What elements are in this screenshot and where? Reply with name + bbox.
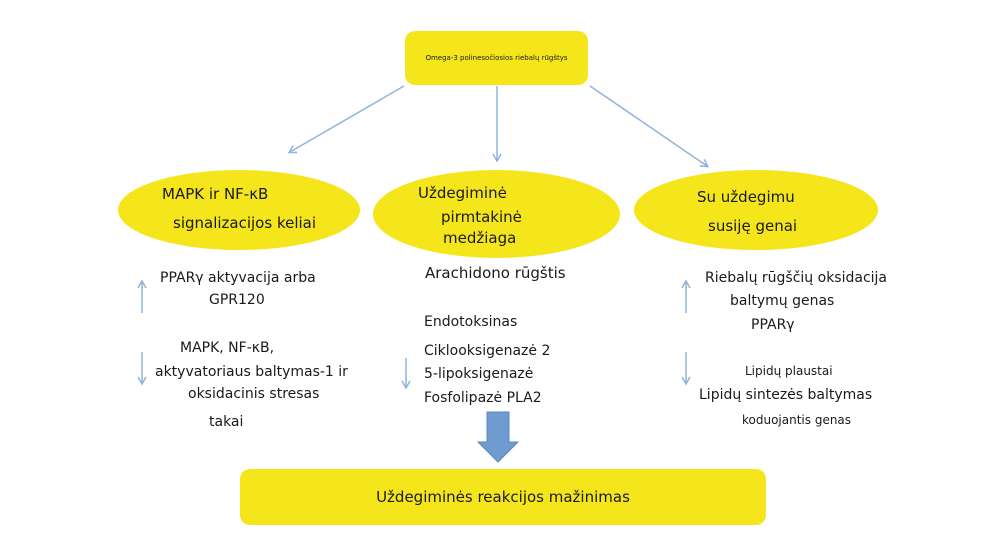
- middle-list-item-4: Fosfolipazė PLA2: [424, 390, 542, 406]
- left-down-line-1: MAPK, NF-κB,: [180, 340, 275, 356]
- middle-list-item-3: 5-lipoksigenazė: [424, 366, 534, 382]
- right-ellipse: [634, 170, 878, 250]
- left-up-line-1: PPARγ aktyvacija arba: [160, 270, 316, 286]
- arrow-to-left: [287, 85, 405, 154]
- middle-item-top: Arachidono rūgštis: [425, 264, 566, 282]
- top-box-label: Omega-3 polinesočiosios riebalų rūgštys: [425, 54, 568, 62]
- middle-ellipse-line-2: pirmtakinė: [441, 208, 522, 226]
- middle-ellipse: [373, 170, 620, 258]
- left-down-line-3: oksidacinis stresas: [188, 386, 320, 402]
- bottom-box-label: Uždegiminės reakcijos mažinimas: [376, 488, 630, 506]
- middle-ellipse-line-1: Uždegiminė: [418, 184, 507, 202]
- middle-ellipse-line-3: medžiaga: [443, 229, 517, 247]
- arrow-to-right: [589, 85, 710, 168]
- left-down-line-2: aktyvatoriaus baltymas-1 ir: [155, 364, 348, 380]
- right-down-line-3: koduojantis genas: [742, 413, 852, 427]
- right-down-line-2: Lipidų sintezės baltymas: [699, 387, 873, 403]
- right-up-line-2: baltymų genas: [730, 293, 835, 309]
- right-down-line-1: Lipidų plaustai: [745, 364, 833, 378]
- top-box: Omega-3 polinesočiosios riebalų rūgštys: [405, 31, 588, 85]
- big-down-arrow: [476, 411, 520, 463]
- middle-list-item-2: Ciklooksigenazė 2: [424, 343, 551, 359]
- middle-list-item-1: Endotoksinas: [424, 314, 518, 330]
- right-ellipse-line-2: susiję genai: [708, 217, 798, 235]
- left-ellipse-line-1: MAPK ir NF-κB: [162, 185, 269, 203]
- right-up-line-3: PPARγ: [751, 317, 795, 333]
- left-down-line-4: takai: [209, 414, 244, 430]
- left-ellipse-line-2: signalizacijos keliai: [173, 214, 317, 232]
- right-ellipse-line-1: Su uždegimu: [697, 188, 795, 206]
- right-up-line-1: Riebalų rūgščių oksidacija: [705, 270, 888, 286]
- bottom-box: Uždegiminės reakcijos mažinimas: [240, 469, 766, 525]
- left-up-line-2: GPR120: [209, 292, 265, 308]
- left-ellipse: [118, 170, 360, 250]
